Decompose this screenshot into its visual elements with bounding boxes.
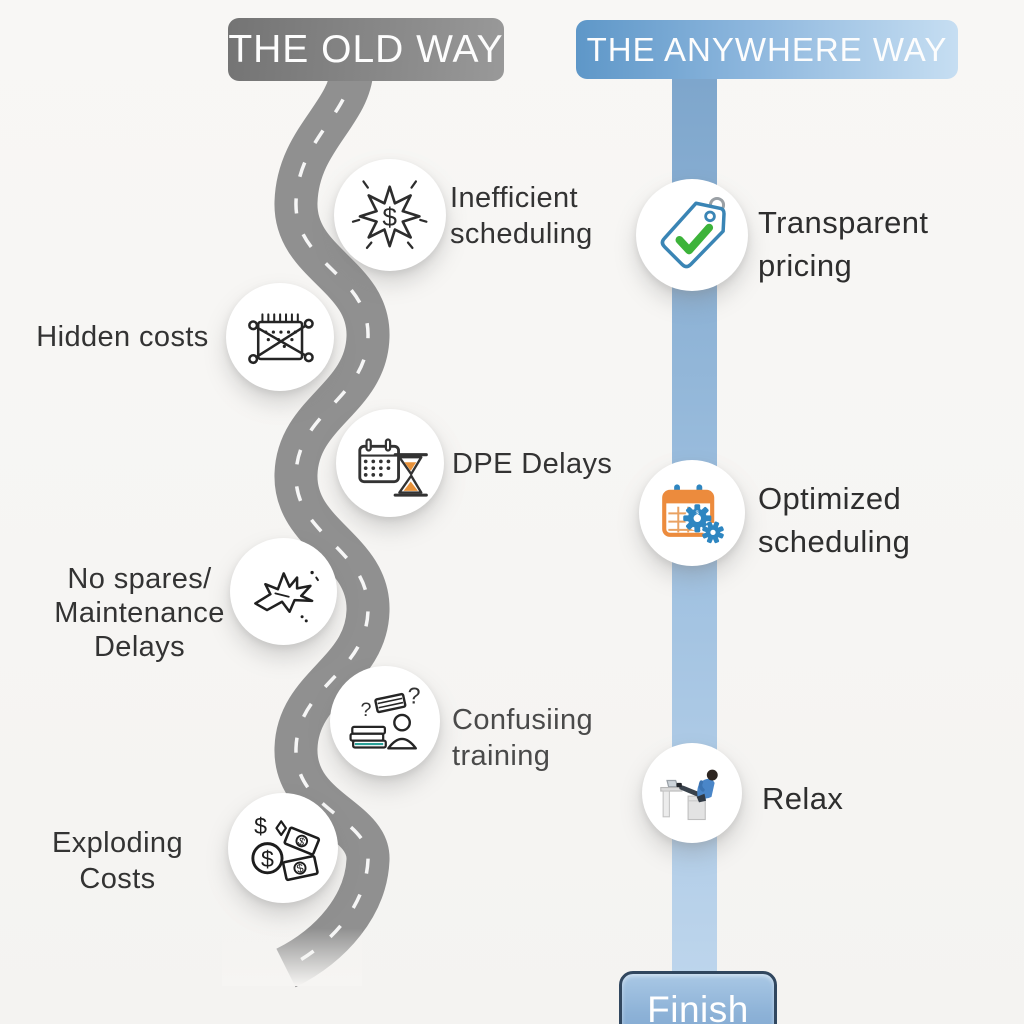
finish-label: Finish: [647, 989, 749, 1024]
label-exploding-costs: Exploding Costs: [52, 827, 183, 895]
old-node-exploding-costs: $ $ $ $: [228, 793, 338, 903]
svg-text:$: $: [261, 846, 274, 872]
label-optimized-scheduling: Optimized scheduling: [758, 481, 911, 559]
finish-sign: Finish: [619, 971, 777, 1024]
old-node-confusing-training: ? ?: [330, 666, 440, 776]
label-no-spares: No spares/ Maintenance Delays: [54, 563, 225, 663]
calendar-hourglass-icon: [358, 438, 428, 497]
anywhere-node-relax: [642, 743, 742, 843]
old-node-dpe-delays: [336, 409, 444, 517]
old-node-hidden-costs: [226, 283, 334, 391]
anywhere-way-sign: THE ANYWHERE WAY: [576, 20, 958, 79]
label-transparent-pricing: Transparent pricing: [758, 205, 929, 283]
svg-text:$: $: [254, 813, 267, 839]
anywhere-node-transparent-pricing: [636, 179, 748, 291]
broken-airplane-icon: [253, 570, 319, 623]
old-way-road: [222, 66, 390, 988]
anywhere-way-title: THE ANYWHERE WAY: [586, 30, 948, 68]
svg-text:$: $: [695, 510, 699, 516]
label-hidden-costs: Hidden costs: [36, 321, 209, 353]
old-way-title: THE OLD WAY: [228, 27, 504, 71]
label-inefficient-scheduling: Inefficient scheduling: [450, 182, 593, 250]
books-question-person-icon: ? ?: [349, 683, 421, 750]
old-node-no-spares: [230, 538, 337, 645]
svg-text:?: ?: [361, 699, 372, 721]
svg-text:?: ?: [408, 683, 421, 709]
old-node-inefficient-scheduling: $: [334, 159, 446, 271]
label-dpe-delays: DPE Delays: [452, 448, 613, 480]
svg-text:$: $: [383, 202, 398, 232]
old-way-sign: THE OLD WAY: [228, 18, 504, 81]
svg-text:$: $: [296, 836, 307, 850]
label-relax: Relax: [762, 781, 844, 816]
money-bills-icon: $ $ $ $: [251, 813, 321, 882]
crossed-calendar-icon: [247, 313, 314, 364]
svg-text:$: $: [295, 861, 305, 876]
price-tag-check-icon: [660, 197, 727, 269]
anywhere-node-optimized-scheduling: $: [639, 460, 745, 566]
label-confusing-training: Confusiing training: [452, 704, 594, 772]
calendar-gears-icon: $: [661, 484, 724, 543]
relax-desk-icon: [660, 769, 718, 821]
burst-dollar-icon: $: [352, 180, 428, 250]
